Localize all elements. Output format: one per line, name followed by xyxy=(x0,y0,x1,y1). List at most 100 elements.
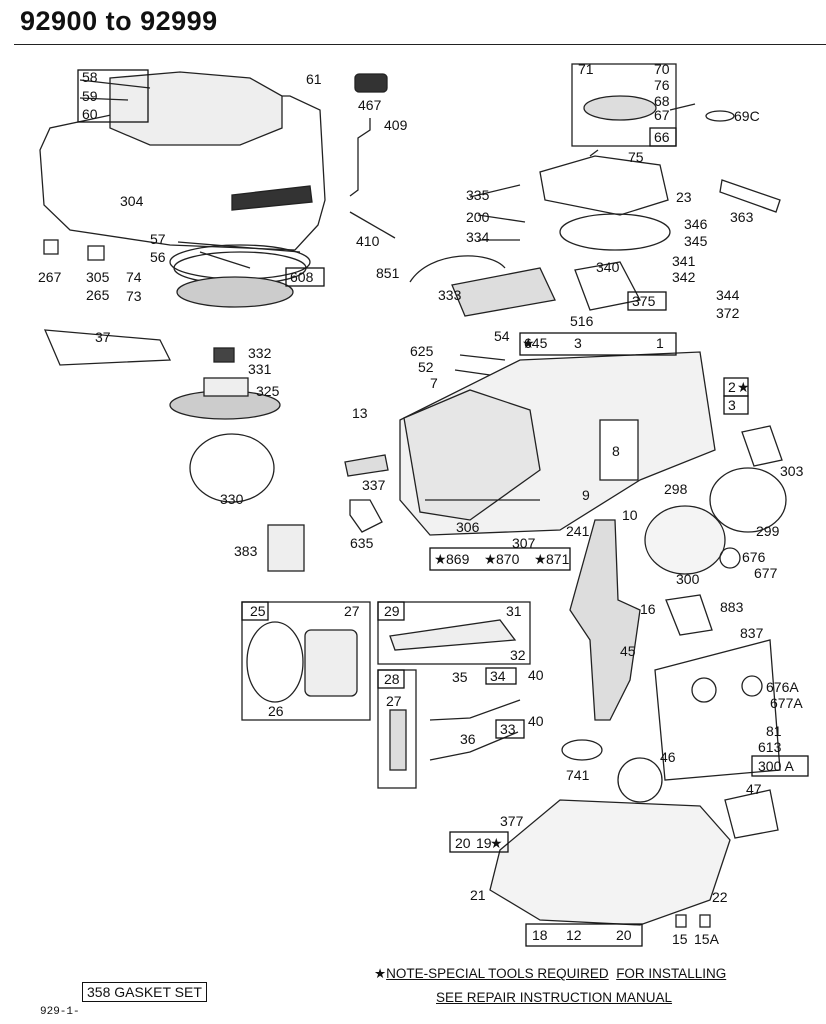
part-label: 59 xyxy=(82,88,98,104)
part-label: 306 xyxy=(456,519,480,535)
part-label: 52 xyxy=(418,359,434,375)
armature-drawing xyxy=(451,267,556,317)
part-label: 75 xyxy=(628,149,644,165)
part-label: 337 xyxy=(362,477,386,493)
box-33 xyxy=(495,719,525,739)
part-label: 74 xyxy=(126,269,142,285)
part-label: 20 xyxy=(455,835,471,851)
starter-housing-drawing xyxy=(109,71,283,146)
air-cleaner-gasket-37-drawing xyxy=(43,329,172,366)
breaker-parts-drawing xyxy=(574,261,641,311)
part-label: ★ xyxy=(434,551,447,567)
part-label: ★ xyxy=(484,551,497,567)
part-label: 19 xyxy=(476,835,492,851)
air-cleaner-body-drawing xyxy=(189,433,275,503)
part-label: 409 xyxy=(384,117,408,133)
box-58-60 xyxy=(77,69,149,123)
part-label: 15 xyxy=(672,931,688,947)
part-label: 372 xyxy=(716,305,740,321)
part-label: 57 xyxy=(150,231,166,247)
part-label: 1 xyxy=(656,335,664,351)
box-375 xyxy=(627,291,667,311)
part-label: 3 xyxy=(574,335,582,351)
page-title: 92900 to 92999 xyxy=(20,6,218,36)
note-part2: FOR INSTALLING xyxy=(616,966,727,981)
oil-sump-drawing xyxy=(489,799,731,926)
part-label: ★ xyxy=(737,379,750,395)
box-20-19 xyxy=(449,831,509,853)
part-label: 330 xyxy=(220,491,244,507)
part-label: 377 xyxy=(500,813,524,829)
part-label: 81 xyxy=(766,723,782,739)
box-28 xyxy=(377,669,405,689)
part-label: 31 xyxy=(506,603,522,619)
elbow-635-drawing xyxy=(349,499,383,533)
part-label: 9 xyxy=(582,487,590,503)
nut-332-drawing xyxy=(213,347,235,363)
part-label: 363 xyxy=(730,209,754,225)
part-label: 265 xyxy=(86,287,110,303)
part-label: 200 xyxy=(466,209,490,225)
part-label: 54 xyxy=(494,328,510,344)
clip-267-drawing xyxy=(43,239,59,255)
part-label: 27 xyxy=(344,603,360,619)
part-label: 375 xyxy=(632,293,656,309)
part-label: 26 xyxy=(268,703,284,719)
part-label: ★ xyxy=(522,335,535,351)
box-18-20 xyxy=(525,923,643,947)
part-label: 29 xyxy=(384,603,400,619)
part-label: 25 xyxy=(250,603,266,619)
part-label: 345 xyxy=(684,233,708,249)
fuel-pump-drawing xyxy=(724,789,779,839)
cylinder-head-drawing xyxy=(403,389,541,521)
link-410-drawing xyxy=(349,211,396,239)
part-label: 305 xyxy=(86,269,110,285)
flywheel-drawing xyxy=(539,155,669,216)
part-label: 325 xyxy=(256,383,280,399)
seal-741-drawing xyxy=(561,739,603,761)
box-66 xyxy=(649,127,677,147)
valve-drawing xyxy=(429,699,521,721)
part-label: 341 xyxy=(672,253,696,269)
part-label: 299 xyxy=(756,523,780,539)
part-label: 40 xyxy=(528,713,544,729)
part-label: 516 xyxy=(570,313,594,329)
part-label: 410 xyxy=(356,233,380,249)
part-label: 677A xyxy=(770,695,803,711)
part-label: 40 xyxy=(528,667,544,683)
spark-plug-drawing xyxy=(344,454,389,477)
part-label: 46 xyxy=(660,749,676,765)
part-label: 27 xyxy=(386,693,402,709)
part-label: 36 xyxy=(460,731,476,747)
part-label: 837 xyxy=(740,625,764,641)
part-label: 883 xyxy=(720,599,744,615)
part-label: 342 xyxy=(672,269,696,285)
note-star: ★ xyxy=(374,966,387,981)
part-label: 8 xyxy=(612,443,620,459)
box-608 xyxy=(285,267,325,287)
part-label: 635 xyxy=(350,535,374,551)
part-label: 60 xyxy=(82,106,98,122)
clip-305-drawing xyxy=(87,245,105,261)
mounting-plate-drawing xyxy=(654,639,781,781)
part-label: 69C xyxy=(734,108,760,124)
part-label: 76 xyxy=(654,77,670,93)
part-label: 20 xyxy=(616,927,632,943)
part-label: 871 xyxy=(546,551,570,567)
part-label: 35 xyxy=(452,669,468,685)
gasket-883-drawing xyxy=(665,594,713,636)
special-tools-note: ★NOTE-SPECIAL TOOLS REQUIRED FOR INSTALL… xyxy=(374,966,726,982)
part-label: 304 xyxy=(120,193,144,209)
connecting-rod-box xyxy=(377,601,531,665)
part-label: 47 xyxy=(746,781,762,797)
cup-325-drawing xyxy=(203,377,249,397)
knob-467-drawing xyxy=(354,73,388,93)
part-label: 333 xyxy=(438,287,462,303)
bracket-363-drawing xyxy=(719,179,781,213)
box-34 xyxy=(485,667,517,685)
part-label: 16 xyxy=(640,601,656,617)
part-label: 608 xyxy=(290,269,314,285)
part-label: 56 xyxy=(150,249,166,265)
elbow-303-drawing xyxy=(741,425,783,467)
part-label: 23 xyxy=(676,189,692,205)
